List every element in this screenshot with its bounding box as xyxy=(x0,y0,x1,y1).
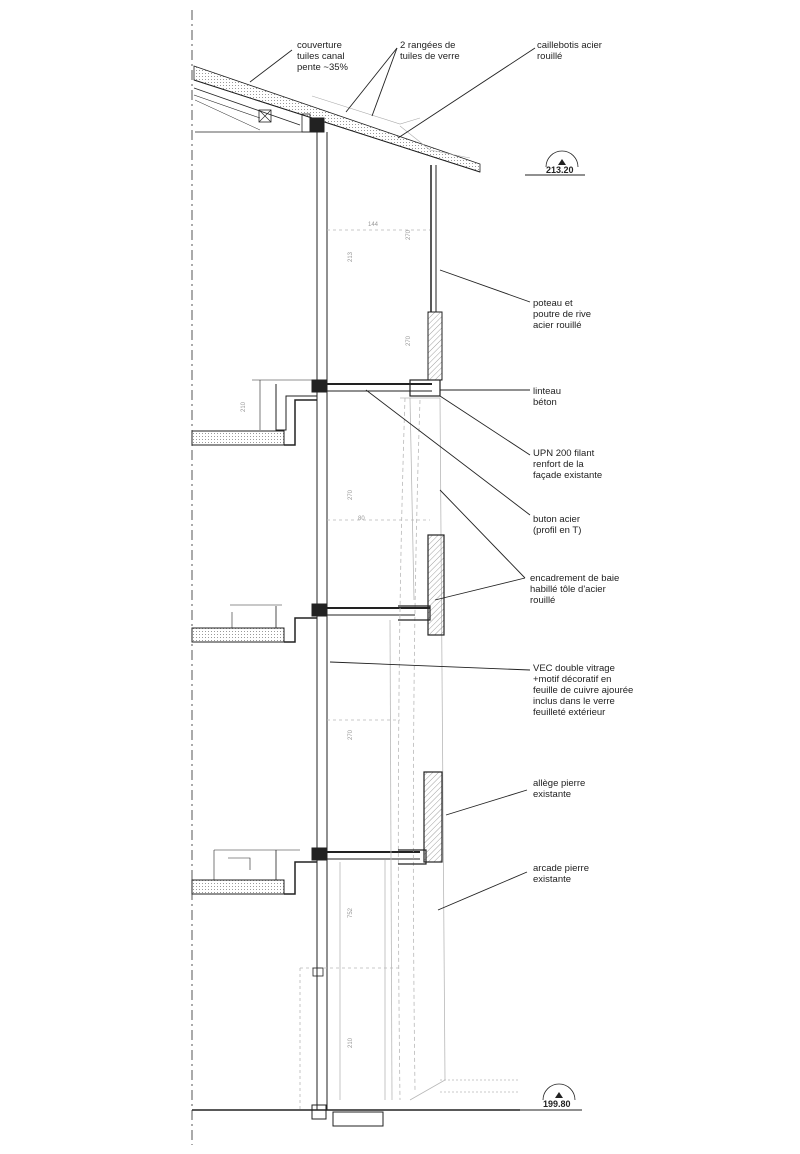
annotation-allege: allège pierre existante xyxy=(533,778,588,800)
annotation-rangees: 2 rangées de tuiles de verre xyxy=(400,40,460,62)
steel-blocks xyxy=(398,534,445,865)
existing-facade xyxy=(299,229,520,1110)
dim-9: 752 xyxy=(348,907,354,918)
annotations: couverture tuiles canal pente ~35% 2 ran… xyxy=(297,40,636,885)
level-top-label: 213.20 xyxy=(546,165,574,175)
annotation-vec: VEC double vitrage +motif décoratif en f… xyxy=(533,663,636,718)
annotation-arcade: arcade pierre existante xyxy=(533,863,592,885)
ground xyxy=(192,967,520,1127)
annotation-buton: buton acier (profil en T) xyxy=(533,514,583,536)
dim-2: 213 xyxy=(348,251,354,262)
dim-1: 144 xyxy=(368,222,379,228)
level-marker-top: 213.20 xyxy=(525,150,585,176)
dim-8: 80 xyxy=(358,516,365,522)
dim-4: 270 xyxy=(406,335,412,346)
dim-7: 210 xyxy=(241,401,247,412)
dim-5: 270 xyxy=(348,489,354,500)
dim-3: 270 xyxy=(406,229,412,240)
level-bottom-label: 199.80 xyxy=(543,1099,571,1109)
dim-10: 210 xyxy=(348,1037,354,1048)
dimensions: 144 213 270 270 270 270 210 80 752 210 xyxy=(241,222,412,1048)
annotation-poteau: poteau et poutre de rive acier rouillé xyxy=(533,298,594,331)
annotation-caillebotis: caillebotis acier rouillé xyxy=(537,40,605,62)
steel-post xyxy=(427,165,443,381)
annotation-encadrement: encadrement de baie habillé tôle d'acier… xyxy=(530,573,622,606)
level-marker-bottom: 199.80 xyxy=(520,1083,582,1111)
dim-6: 270 xyxy=(348,729,354,740)
floor-slabs xyxy=(191,379,441,895)
leader-lines xyxy=(249,47,536,911)
interior-wall xyxy=(316,132,328,1110)
annotation-linteau: linteau béton xyxy=(533,386,564,408)
roof xyxy=(193,65,481,173)
annotation-couverture: couverture tuiles canal pente ~35% xyxy=(297,40,349,73)
annotation-upn: UPN 200 filant renfort de la façade exis… xyxy=(533,448,602,481)
